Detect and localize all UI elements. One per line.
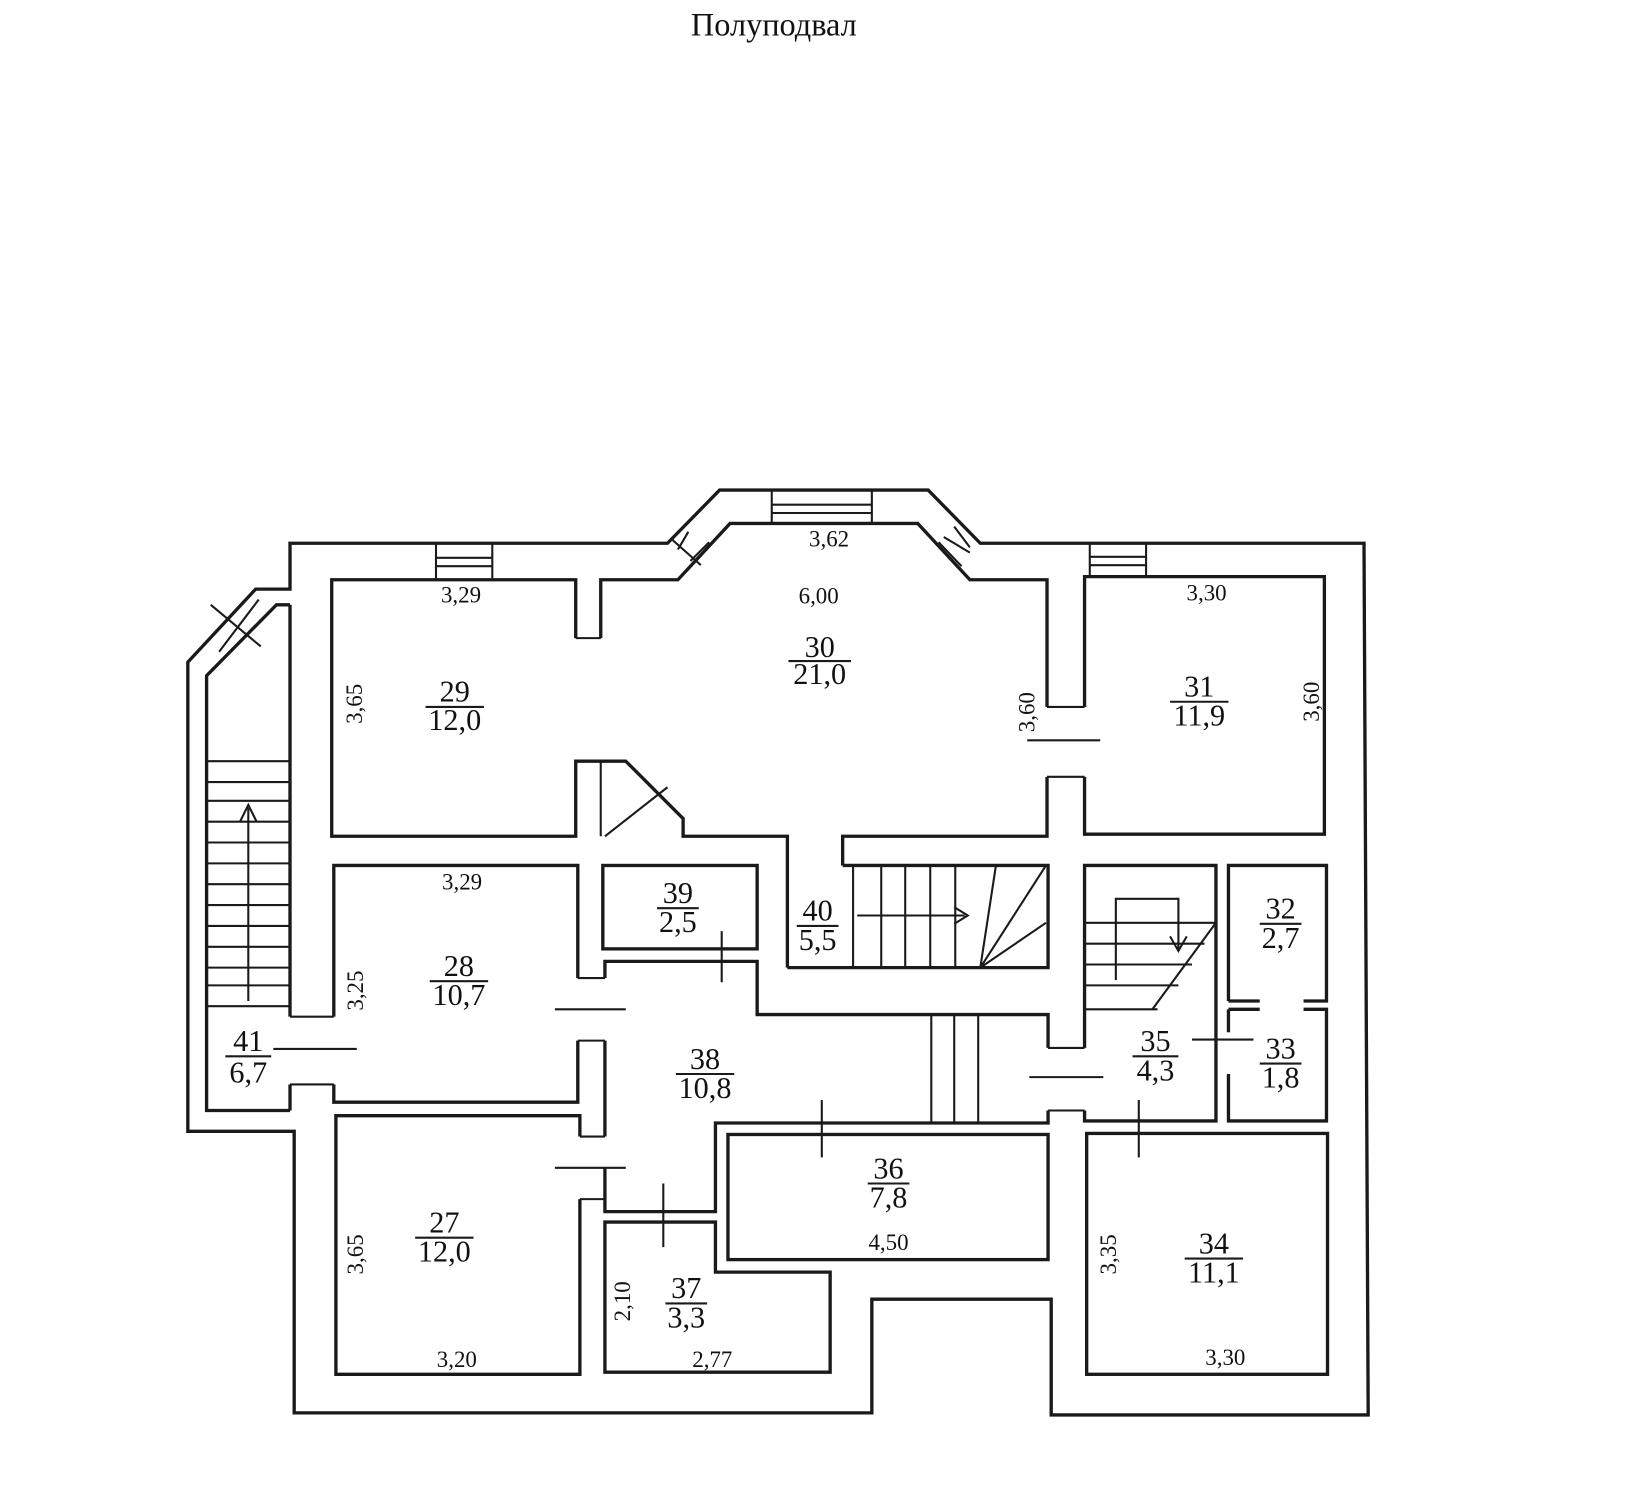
svg-text:10,7: 10,7 bbox=[432, 978, 485, 1012]
svg-text:3,3: 3,3 bbox=[667, 1300, 705, 1334]
svg-text:12,0: 12,0 bbox=[418, 1235, 471, 1269]
wall-room-39 bbox=[601, 863, 759, 951]
wall-room-36 bbox=[726, 1132, 1050, 1262]
svg-text:11,1: 11,1 bbox=[1188, 1256, 1240, 1290]
svg-text:32: 32 bbox=[1265, 892, 1295, 926]
svg-text:12,0: 12,0 bbox=[428, 703, 481, 737]
room-label-33: 331,8 bbox=[1259, 1031, 1302, 1095]
stair-41 bbox=[206, 598, 291, 1008]
dimension-label: 2,10 bbox=[610, 1281, 635, 1321]
svg-text:33: 33 bbox=[1265, 1031, 1295, 1065]
svg-text:30: 30 bbox=[805, 630, 835, 664]
wall-room-27 bbox=[334, 1114, 582, 1376]
wall-room-32 bbox=[1226, 863, 1329, 1003]
dimension-label: 3,25 bbox=[343, 971, 368, 1011]
dimension-label: 3,29 bbox=[441, 583, 481, 608]
wall-room-28 bbox=[332, 863, 580, 1104]
room-label-40: 405,5 bbox=[796, 894, 839, 957]
wall-room-37 bbox=[603, 1220, 832, 1374]
svg-text:1,8: 1,8 bbox=[1262, 1061, 1300, 1095]
svg-text:10,8: 10,8 bbox=[679, 1071, 732, 1105]
window bbox=[434, 489, 1148, 581]
wall-room-33 bbox=[1226, 1007, 1329, 1123]
room-label-37: 373,3 bbox=[665, 1271, 708, 1334]
dimension-label: 3,60 bbox=[1299, 682, 1324, 722]
dimension-label: 3,35 bbox=[1096, 1234, 1121, 1274]
wall-room-38 bbox=[603, 959, 1050, 1214]
dimension-label: 3,20 bbox=[437, 1347, 477, 1372]
svg-text:5,5: 5,5 bbox=[799, 923, 837, 957]
svg-text:6,7: 6,7 bbox=[229, 1055, 267, 1089]
dimension-label: 3,62 bbox=[809, 526, 849, 551]
room-label-32: 322,7 bbox=[1259, 892, 1302, 955]
svg-text:27: 27 bbox=[429, 1205, 459, 1239]
plan-title: Полуподвал bbox=[691, 6, 857, 42]
wall-room-31 bbox=[1082, 574, 1327, 836]
dimension-label: 3,60 bbox=[1015, 692, 1040, 732]
dimension-label: 3,65 bbox=[342, 684, 367, 724]
outer-wall bbox=[186, 488, 1370, 1417]
svg-text:2,7: 2,7 bbox=[1262, 921, 1300, 955]
dimension-label: 3,30 bbox=[1205, 1345, 1245, 1370]
svg-text:29: 29 bbox=[440, 675, 470, 709]
room-label-39: 392,5 bbox=[657, 876, 699, 939]
wall-room-41 bbox=[204, 603, 291, 1113]
svg-text:41: 41 bbox=[233, 1024, 263, 1058]
dimension-label: 4,50 bbox=[868, 1230, 908, 1255]
dimension-label: 2,77 bbox=[692, 1347, 732, 1372]
stair-35 bbox=[1084, 897, 1217, 1011]
svg-text:4,3: 4,3 bbox=[1137, 1053, 1175, 1087]
svg-text:7,8: 7,8 bbox=[870, 1180, 908, 1214]
svg-text:39: 39 bbox=[663, 876, 693, 910]
svg-text:21,0: 21,0 bbox=[793, 657, 846, 691]
svg-text:35: 35 bbox=[1140, 1024, 1170, 1058]
dimension-label: 3,30 bbox=[1186, 581, 1226, 606]
stair-40 bbox=[852, 864, 1047, 969]
svg-text:11,9: 11,9 bbox=[1173, 699, 1225, 733]
wall-room-29 bbox=[330, 578, 790, 968]
svg-text:37: 37 bbox=[671, 1271, 701, 1305]
wall-room-40 bbox=[787, 863, 1050, 970]
dimension-label: 3,29 bbox=[442, 869, 482, 894]
wall-room-34 bbox=[1084, 1131, 1330, 1376]
svg-text:40: 40 bbox=[803, 894, 833, 928]
dimension-label: 3,65 bbox=[343, 1234, 368, 1274]
room-label-36: 367,8 bbox=[867, 1151, 910, 1214]
room-label-35: 354,3 bbox=[1132, 1024, 1179, 1087]
svg-text:36: 36 bbox=[873, 1151, 903, 1185]
svg-text:34: 34 bbox=[1199, 1226, 1229, 1260]
svg-text:38: 38 bbox=[690, 1042, 720, 1076]
room-label-41: 416,7 bbox=[225, 1024, 272, 1089]
dimension-label: 6,00 bbox=[799, 584, 839, 609]
svg-text:31: 31 bbox=[1184, 670, 1214, 704]
svg-text:28: 28 bbox=[444, 949, 474, 983]
svg-text:2,5: 2,5 bbox=[659, 905, 697, 939]
wall-room-35 bbox=[1082, 863, 1218, 1123]
